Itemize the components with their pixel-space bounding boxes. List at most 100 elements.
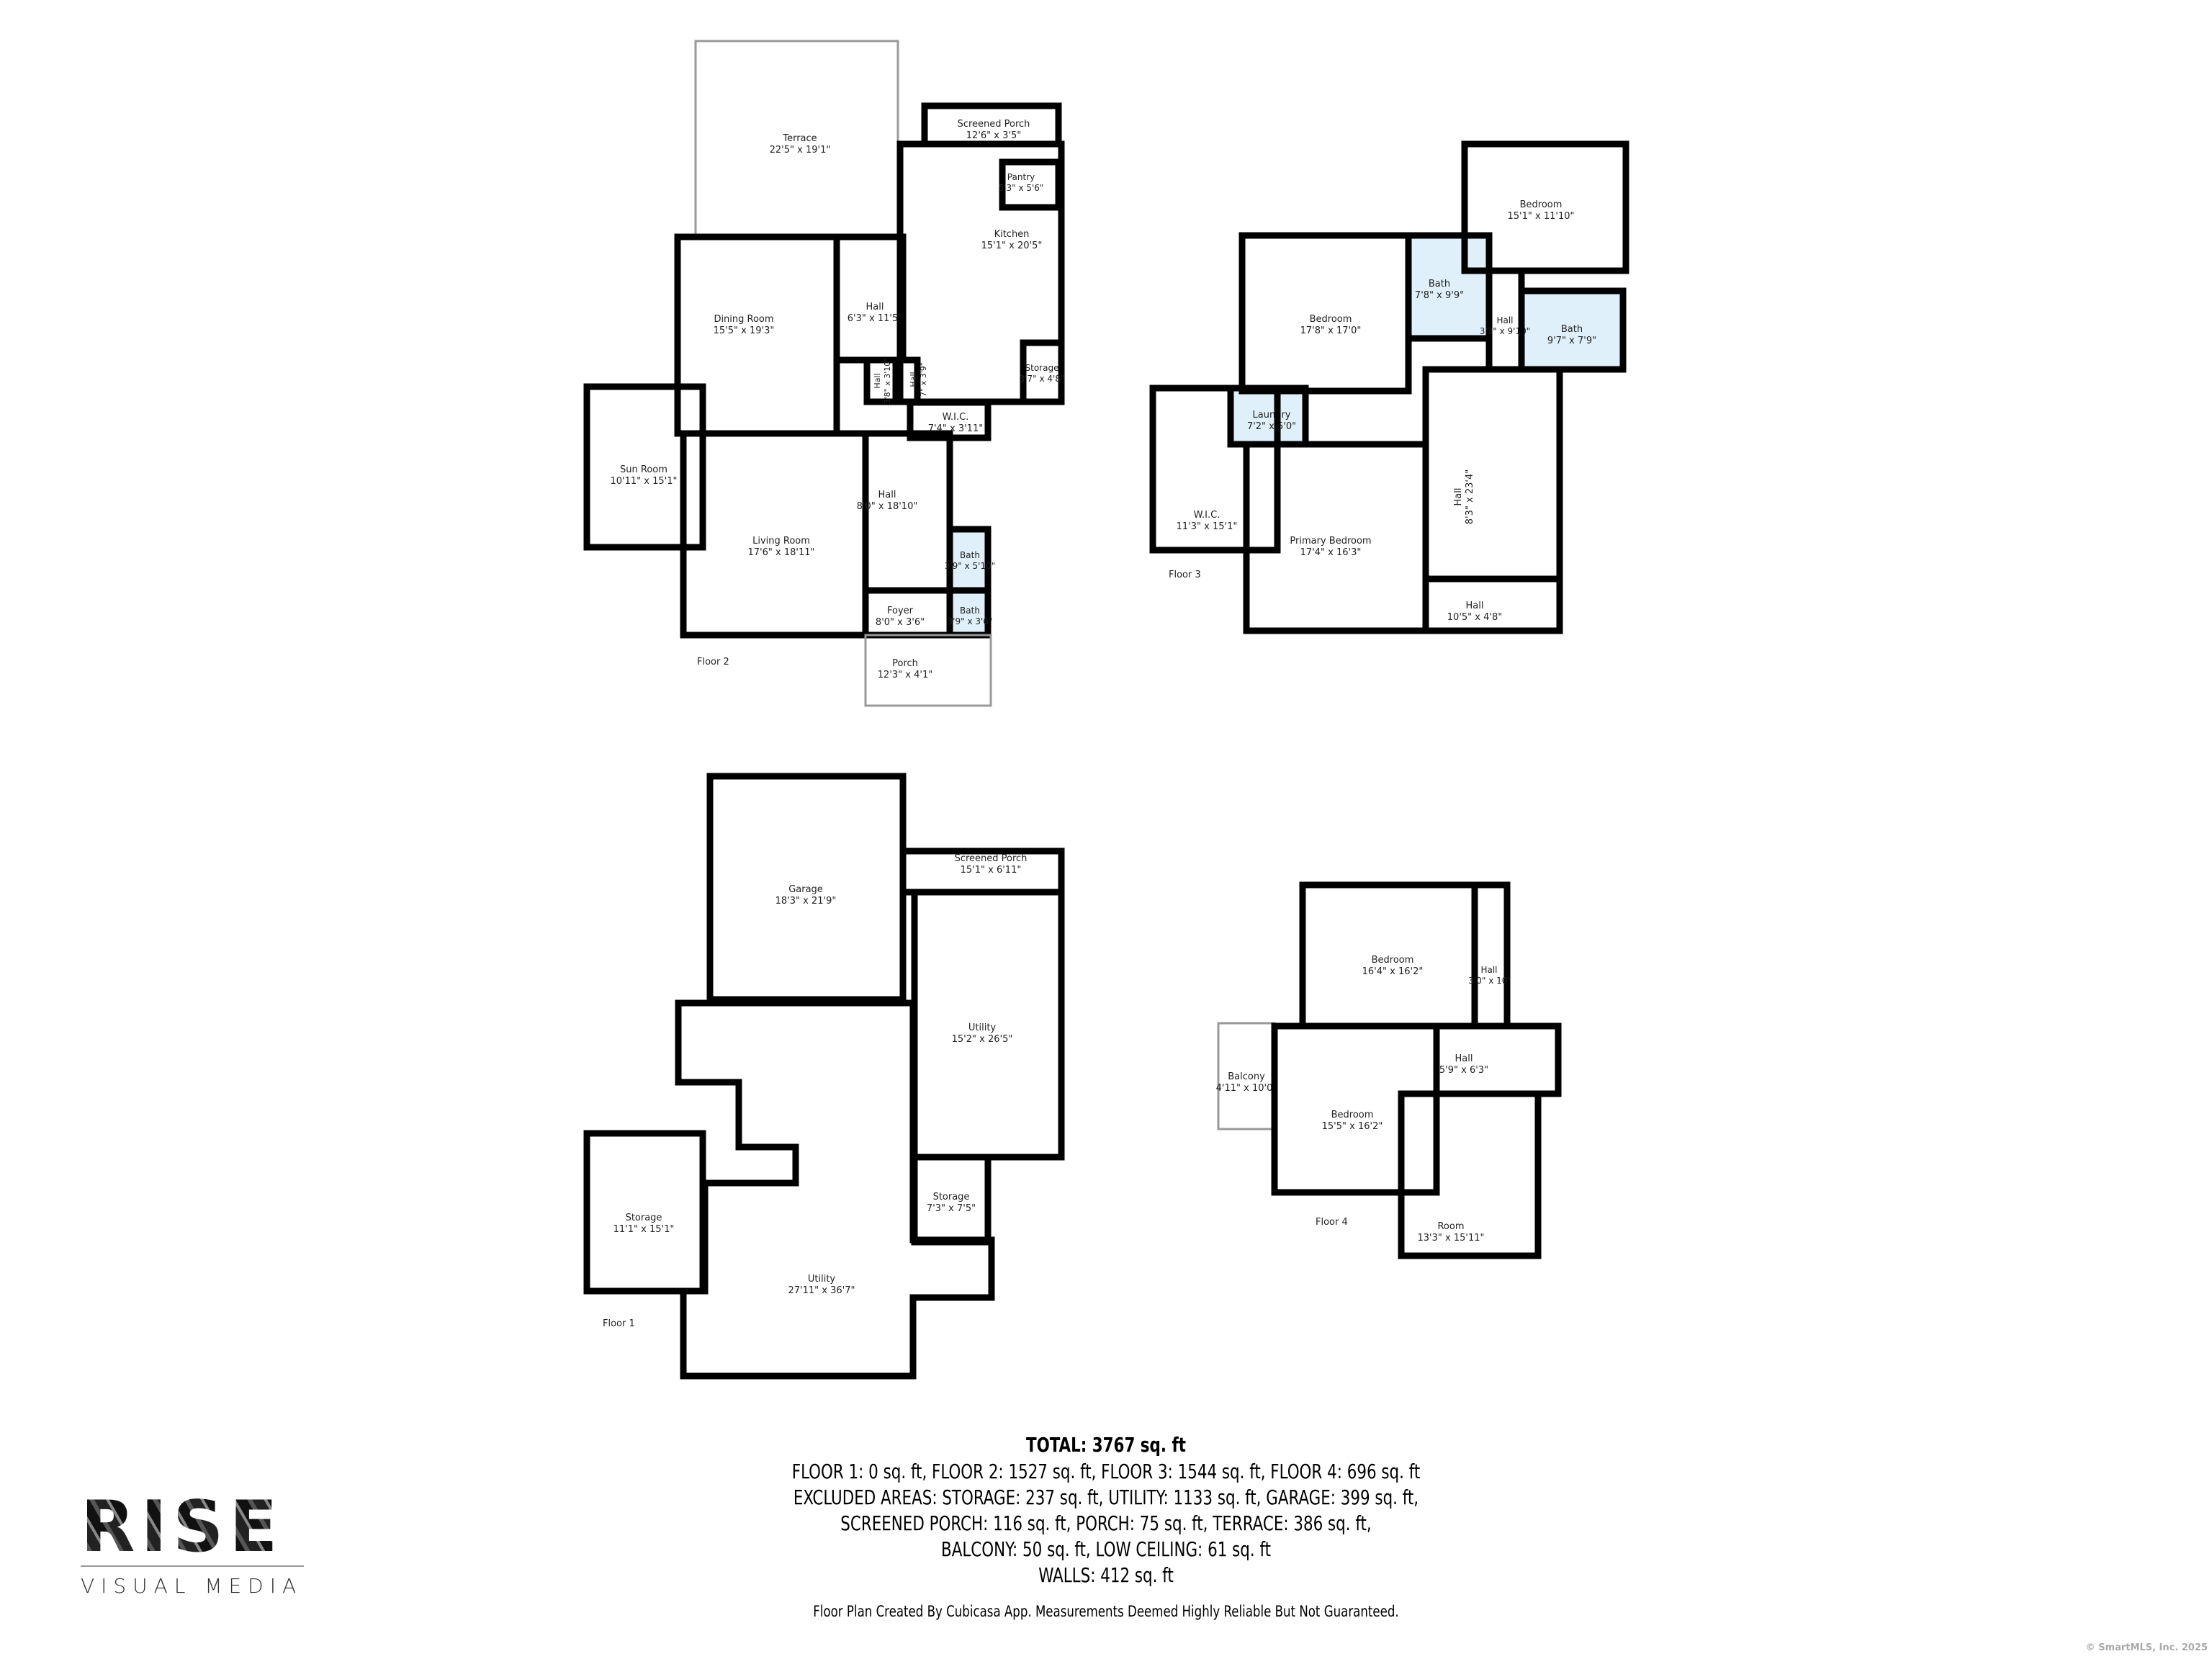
room-name: Hall [878,490,896,500]
total-area: TOTAL: 3767 sq. ft [1025,1433,1187,1457]
room-dimensions: 5'9" x 6'3" [1439,1065,1488,1076]
room-name: Primary Bedroom [1290,536,1371,547]
room-hall-walls [1471,881,1511,1030]
room-name: Bath [960,550,980,560]
copyright-notice: © SmartMLS, Inc. 2025 [2085,1642,2208,1653]
room-name: Dining Room [714,314,773,325]
room-dimensions: 8'0" x 18'10" [857,501,918,512]
room-dimensions: 15'1" x 6'11" [961,865,1022,876]
room-pantry-walls [999,158,1062,211]
room-name: Screened Porch [958,119,1030,130]
room-bedroom-walls [1238,232,1412,395]
room-dimensions: 7" x 3'9" [919,362,928,397]
room-dimensions: 7'2" x 5'0" [1247,421,1296,432]
room-name: Hall [1466,601,1484,611]
room-sun-room-walls [583,383,706,551]
room-dimensions: 16'4" x 16'2" [1362,966,1424,977]
room-name: Bath [960,606,980,616]
room-name: Utility [968,1022,997,1033]
room-hall-walls [892,356,921,405]
room-dimensions: 13'3" x 15'11" [1418,1233,1485,1244]
room-dimensions: 3'8" x 3'10" [883,358,892,405]
room-name: Porch [892,658,918,669]
room-dimensions: 10'11" x 15'1" [611,476,678,487]
room-name: Storage [1025,363,1059,373]
room-dimensions: 15'5" x 19'3" [714,325,775,336]
room-dimensions: 27'11" x 36'7" [788,1285,855,1296]
room-name: Pantry [1007,172,1035,182]
bath-fill [1231,388,1305,444]
room-hall-walls [833,233,907,364]
room-name: Hall [873,373,882,388]
room-dimensions: 3'9" x 5'10" [945,561,996,571]
room-dimensions: 15'1" x 20'5" [981,240,1043,251]
area-breakdown: FLOOR 1: 0 sq. ft, FLOOR 2: 1527 sq. ft,… [0,1459,2212,1588]
room-name: Laundry [1253,410,1291,421]
room-name: Storage [626,1213,662,1223]
room-name: W.I.C. [1194,510,1220,521]
room-name: Living Room [752,536,810,547]
room-dimensions: 7'8" x 9'9" [1415,290,1464,301]
room-label-w-i-c: W.I.C.11'3" x 15'1" [1177,510,1238,532]
room-name: Bedroom [1372,955,1414,966]
area-line: EXCLUDED AREAS: STORAGE: 237 sq. ft, UTI… [793,1485,1419,1509]
room-living-room-walls [680,430,869,639]
room-name: Hall [1453,488,1464,506]
room-hall-walls [1422,366,1563,583]
room-name: Utility [808,1274,836,1285]
room-dimensions: 4'11" x 10'0" [1216,1083,1277,1094]
room-room-walls [1398,1090,1542,1259]
room-dimensions: 12'6" x 3'5" [966,130,1021,141]
area-line: BALCONY: 50 sq. ft, LOW CEILING: 61 sq. … [941,1537,1271,1561]
disclaimer-note: Floor Plan Created By Cubicasa App. Meas… [813,1603,1399,1620]
bath-fill [950,590,988,635]
room-name: Bath [1561,324,1583,335]
room-dimensions: 15'1" x 11'10" [1508,211,1575,222]
floor-label: Floor 1 [603,1318,635,1329]
room-bedroom-walls [1461,140,1629,274]
room-utility-walls [675,999,995,1380]
room-name: Bedroom [1520,199,1563,210]
room-name: Balcony [1228,1071,1265,1082]
room-dimensions: 3'0" x 10' [1468,976,1509,986]
rise-visual-media-logo: RISE VISUAL MEDIA [81,1492,304,1598]
room-dimensions: 8'3" x 23'4" [1465,469,1475,524]
room-dimensions: 3'9" x 3'6" [948,616,993,626]
room-name: Bedroom [1310,314,1352,325]
room-name: W.I.C. [943,412,969,423]
area-line: SCREENED PORCH: 116 sq. ft, PORCH: 75 sq… [840,1511,1372,1535]
room-name: Kitchen [994,229,1030,240]
floor-label: Floor 2 [697,657,729,667]
floor-label: Floor 3 [1169,570,1201,580]
room-dimensions: 17'8" x 17'0" [1300,325,1362,336]
